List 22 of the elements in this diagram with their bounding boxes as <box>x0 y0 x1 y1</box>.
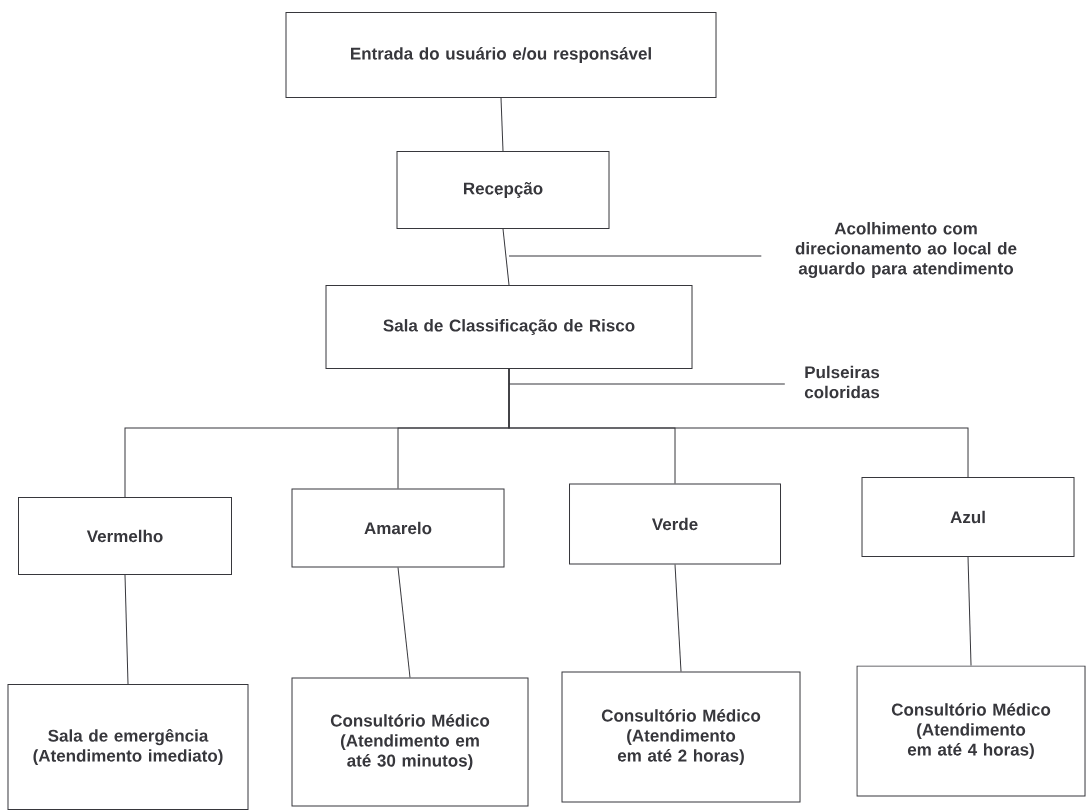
connector-line <box>674 564 682 672</box>
process-box: Consultório Médico (Atendimento em até 4 horas) <box>856 665 1086 797</box>
process-box: Sala de Classificação de Risco <box>325 285 693 369</box>
connector-line <box>502 228 510 286</box>
process-box: Consultório Médico (Atendimento em até 30 minutos) <box>291 677 529 807</box>
leader-line <box>508 255 762 257</box>
process-box: Consultório Médico (Atendimento em até 2 horas) <box>561 671 801 803</box>
annotation-text: Pulseiras coloridas <box>804 365 880 399</box>
connector-line <box>508 368 969 478</box>
leader-line <box>508 383 786 385</box>
process-box: Azul <box>861 477 1075 557</box>
process-box: Amarelo <box>291 488 505 568</box>
process-box: Vermelho <box>18 497 232 575</box>
connector-line <box>397 567 411 678</box>
annotation-text: Acolhimento com direcionamento ao local de aguardo para atendimento <box>795 222 1017 278</box>
process-box: Entrada do usuário e/ou responsável <box>285 12 717 98</box>
connector-line <box>967 556 972 666</box>
process-box: Sala de emergência (Atendimento imediato) <box>7 684 249 810</box>
process-box: Recepção <box>396 151 610 229</box>
process-box: Verde <box>569 483 781 565</box>
connector-line <box>124 574 129 685</box>
connector-line <box>500 97 504 152</box>
